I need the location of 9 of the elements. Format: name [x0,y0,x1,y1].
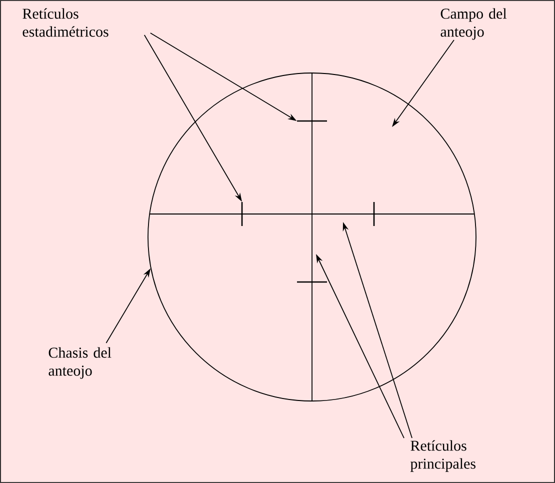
callout-text: Retículos estadimétricos [22,8,108,37]
reticle-tick [241,202,243,226]
callout-text: Campo del anteojo [440,8,507,40]
callout-text: Chasis del anteojo [48,347,112,379]
reticle-tick [373,202,375,226]
reticle-tick [297,120,327,122]
callout-text: Retículos principales [410,440,476,472]
reticle-tick [297,281,327,283]
eyepiece-circle [148,72,476,402]
